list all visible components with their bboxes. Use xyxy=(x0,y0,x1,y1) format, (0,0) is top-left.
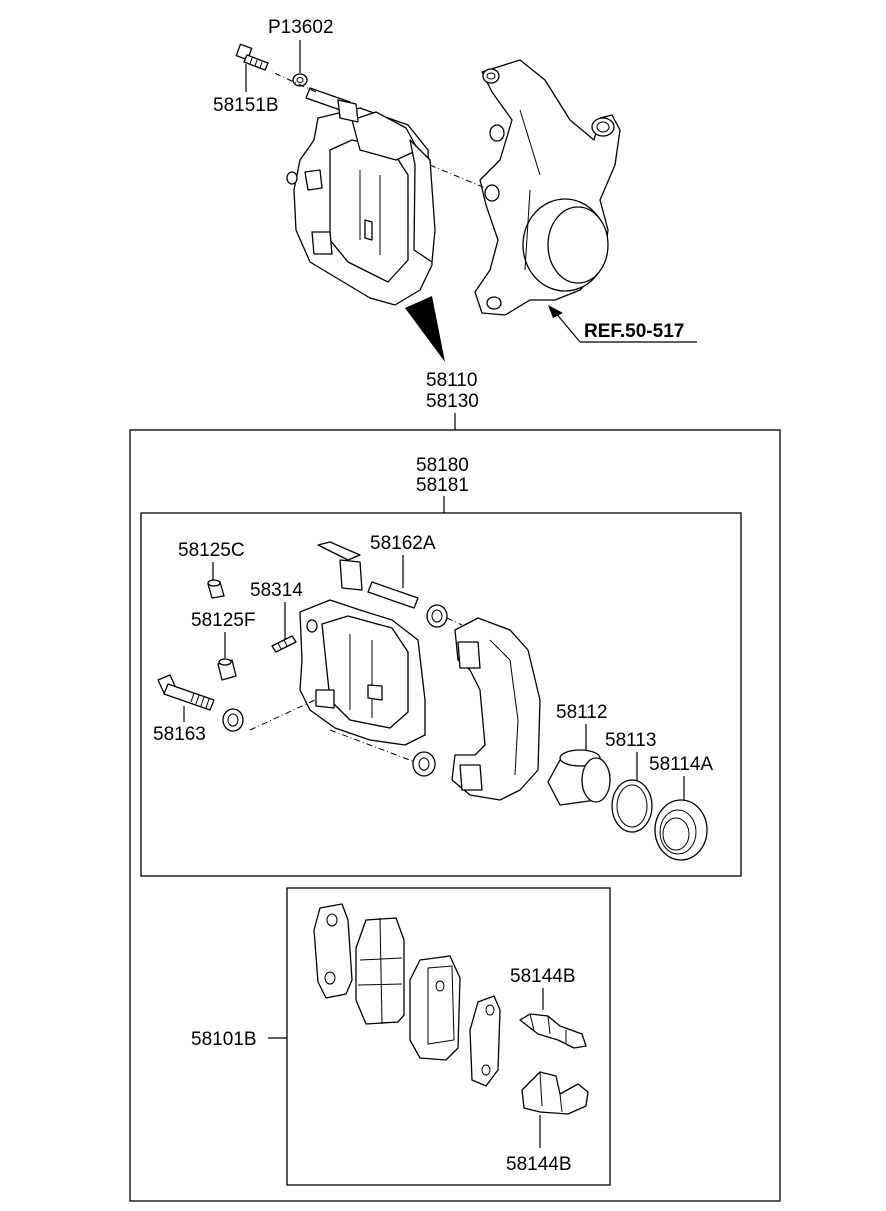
steering-knuckle-icon xyxy=(474,59,621,316)
label-58314: 58314 xyxy=(250,580,303,601)
label-58163: 58163 xyxy=(153,724,206,745)
guide-pin-58162a-icon xyxy=(317,541,419,609)
label-58144b-top: 58144B xyxy=(510,966,576,987)
pad-shim-icon xyxy=(313,903,353,999)
bolt-58151b-icon xyxy=(235,43,269,71)
caliper-top-icon xyxy=(286,87,436,306)
piston-boot-58114a-icon xyxy=(654,799,708,861)
label-58110: 58110 xyxy=(426,370,477,391)
anti-rattle-clip-top-icon xyxy=(519,1013,587,1049)
pad-shim-inner-icon xyxy=(469,995,501,1087)
assembly-arrow-icon xyxy=(405,296,445,362)
label-58113: 58113 xyxy=(605,730,656,751)
label-58125c: 58125C xyxy=(178,540,245,561)
label-58180: 58180 xyxy=(416,455,469,476)
label-58125f: 58125F xyxy=(191,610,255,631)
label-p13602: P13602 xyxy=(268,17,334,38)
caliper-assembly-box xyxy=(129,429,781,1202)
bleeder-screw-58314-icon xyxy=(271,635,297,653)
washer-p13602-icon xyxy=(292,73,308,87)
bleeder-cap-58125c-icon xyxy=(207,579,225,599)
guide-bolt-58163-icon xyxy=(157,674,215,711)
label-ref-50-517: REF.50-517 xyxy=(584,321,684,342)
piston-58112-icon xyxy=(547,749,611,806)
label-58114a: 58114A xyxy=(649,754,713,775)
boot-bushing-upper-icon xyxy=(426,604,448,628)
label-58181: 58181 xyxy=(416,475,469,496)
bleeder-screw-58125f-icon xyxy=(217,658,237,681)
ref-leader xyxy=(548,305,697,343)
anti-rattle-clip-bottom-icon xyxy=(521,1071,589,1115)
boot-bushing-lower-icon xyxy=(412,751,436,777)
brake-pad-outer-icon xyxy=(355,917,405,1025)
label-58101b: 58101B xyxy=(191,1029,257,1050)
label-58112: 58112 xyxy=(556,702,607,723)
label-58144b-bottom: 58144B xyxy=(506,1154,572,1175)
label-58130: 58130 xyxy=(426,391,479,412)
brake-pad-inner-icon xyxy=(409,955,461,1061)
caliper-body-icon xyxy=(299,559,426,746)
caliper-subassembly-box xyxy=(140,512,742,877)
pad-kit-box xyxy=(286,887,611,1186)
label-58151b: 58151B xyxy=(213,95,279,116)
label-58162a: 58162A xyxy=(370,533,436,554)
piston-seal-58113-icon xyxy=(611,779,653,833)
boot-bushing-left-icon xyxy=(222,708,244,732)
caliper-bracket-icon xyxy=(451,617,541,801)
